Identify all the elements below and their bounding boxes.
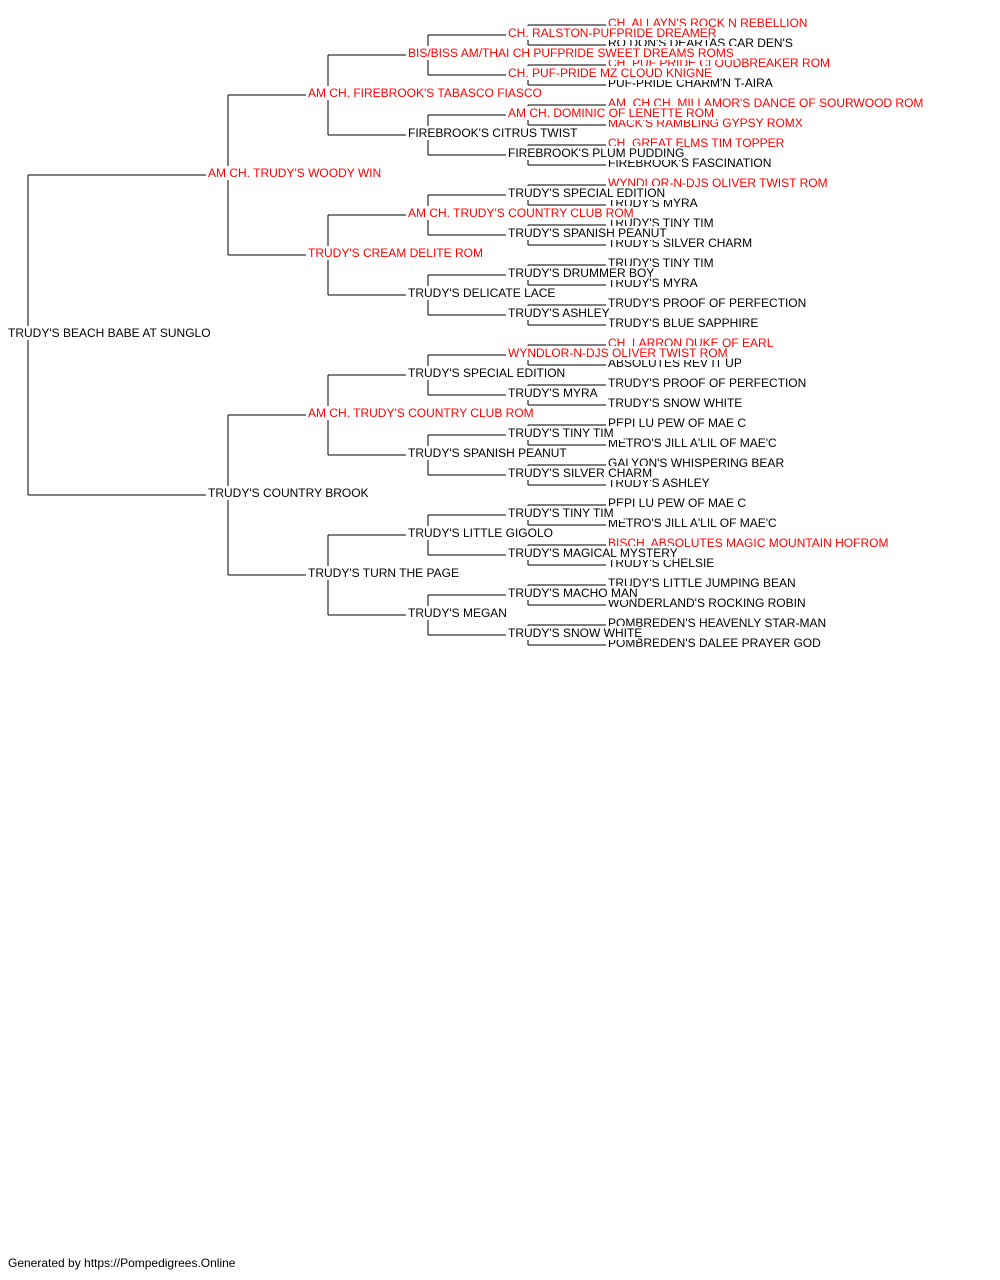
dog-name-gen-4: TRUDY'S MYRA: [508, 386, 598, 400]
label-backdrop: [606, 416, 752, 430]
label-backdrop: [506, 146, 681, 160]
generated-by-footer: Generated by https://Pompedigrees.Online: [8, 1256, 236, 1270]
dog-name-gen-3: AM CH. TRUDY'S COUNTRY CLUB ROM: [408, 206, 634, 220]
dog-name-gen-4: TRUDY'S ASHLEY: [508, 306, 610, 320]
dog-name-gen-4: CH. RALSTON-PUFPRIDE DREAMER: [508, 26, 717, 40]
dog-name-gen-5: TRUDY'S PROOF OF PERFECTION: [608, 296, 806, 310]
dog-name-gen-5: TRUDY'S PROOF OF PERFECTION: [608, 376, 806, 390]
dog-name-gen-4: TRUDY'S DRUMMER BOY: [508, 266, 654, 280]
label-backdrop: [406, 446, 567, 460]
label-backdrop: [606, 296, 802, 310]
label-backdrop: [506, 626, 638, 640]
dog-name-gen-4: CH. PUF-PRIDE MZ CLOUD KNIGNE: [508, 66, 712, 80]
label-backdrop: [506, 306, 610, 320]
label-backdrop: [506, 346, 723, 360]
dog-name-gen-5: TRUDY'S BLUE SAPPHIRE: [608, 316, 758, 330]
label-backdrop: [606, 396, 738, 410]
label-backdrop: [406, 366, 574, 380]
dog-name-gen-4: TRUDY'S MAGICAL MYSTERY: [508, 546, 678, 560]
label-backdrop: [506, 26, 709, 40]
label-backdrop: [506, 506, 624, 520]
label-backdrop: [606, 376, 802, 390]
label-backdrop: [306, 246, 481, 260]
label-backdrop: [406, 206, 631, 220]
dog-name-gen-0: TRUDY'S BEACH BABE AT SUNGLO: [8, 326, 211, 340]
dog-name-gen-5: GALYON'S WHISPERING BEAR: [608, 456, 784, 470]
label-backdrop: [606, 596, 795, 610]
label-backdrop: [406, 286, 560, 300]
label-backdrop: [406, 46, 737, 60]
dog-name-gen-5: PEPI LU PEW OF MAE C: [608, 496, 746, 510]
label-backdrop: [506, 426, 624, 440]
dog-name-gen-4: TRUDY'S TINY TIM: [508, 426, 614, 440]
dog-name-gen-5: BISCH. ABSOLUTES MAGIC MOUNTAIN HOFROM: [608, 536, 888, 550]
label-backdrop: [606, 576, 802, 590]
label-backdrop: [306, 566, 460, 580]
dog-name-gen-4: TRUDY'S SILVER CHARM: [508, 466, 652, 480]
dog-name-gen-4: TRUDY'S SPANISH PEANUT: [508, 226, 667, 240]
label-backdrop: [606, 516, 802, 530]
dog-name-gen-1: AM CH. TRUDY'S WOODY WIN: [208, 166, 381, 180]
dog-name-gen-3: FIREBROOK'S CITRUS TWIST: [408, 126, 578, 140]
dog-name-gen-4: TRUDY'S MACHO MAN: [508, 586, 638, 600]
dog-name-gen-2: AM CH. TRUDY'S COUNTRY CLUB ROM: [308, 406, 534, 420]
label-backdrop: [506, 466, 652, 480]
dog-name-gen-1: TRUDY'S COUNTRY BROOK: [208, 486, 369, 500]
dog-name-gen-3: TRUDY'S SPECIAL EDITION: [408, 366, 565, 380]
label-backdrop: [406, 126, 581, 140]
dog-name-gen-5: POMBREDEN'S HEAVENLY STAR-MAN: [608, 616, 826, 630]
label-backdrop: [606, 636, 809, 650]
label-backdrop: [606, 316, 760, 330]
label-backdrop: [506, 386, 596, 400]
dog-name-gen-4: TRUDY'S SNOW WHITE: [508, 626, 642, 640]
label-backdrop: [506, 546, 674, 560]
label-backdrop: [506, 226, 667, 240]
label-backdrop: [506, 186, 674, 200]
dog-name-gen-3: BIS/BISS AM/THAI CH PUFPRIDE SWEET DREAM…: [408, 46, 734, 60]
dog-name-gen-3: TRUDY'S MEGAN: [408, 606, 507, 620]
dog-name-gen-4: TRUDY'S SPECIAL EDITION: [508, 186, 665, 200]
dog-name-gen-5: PEPI LU PEW OF MAE C: [608, 416, 746, 430]
dog-name-gen-5: METRO'S JILL A'LIL OF MAE'C: [608, 436, 777, 450]
label-backdrop: [606, 616, 816, 630]
label-backdrop: [306, 406, 531, 420]
label-backdrop: [306, 86, 545, 100]
dog-name-gen-4: WYNDLOR-N-DJS OLIVER TWIST ROM: [508, 346, 728, 360]
label-backdrop: [506, 266, 645, 280]
label-backdrop: [606, 536, 880, 550]
dog-name-gen-2: TRUDY'S CREAM DELITE ROM: [308, 246, 483, 260]
label-backdrop: [206, 166, 381, 180]
dog-name-gen-2: TRUDY'S TURN THE PAGE: [308, 566, 459, 580]
dog-name-gen-4: FIREBROOK'S PLUM PUDDING: [508, 146, 684, 160]
label-backdrop: [506, 66, 716, 80]
dog-name-gen-5: POMBREDEN'S DALEE PRAYER GOD: [608, 636, 821, 650]
label-backdrop: [406, 606, 503, 620]
dog-name-gen-5: METRO'S JILL A'LIL OF MAE'C: [608, 516, 777, 530]
label-backdrop: [506, 106, 716, 120]
label-backdrop: [6, 326, 209, 340]
dog-name-gen-3: TRUDY'S LITTLE GIGOLO: [408, 526, 553, 540]
label-backdrop: [206, 486, 360, 500]
dog-name-gen-2: AM CH. FIREBROOK'S TABASCO FIASCO: [308, 86, 542, 100]
dog-name-gen-5: TRUDY'S SNOW WHITE: [608, 396, 742, 410]
label-backdrop: [406, 526, 560, 540]
label-backdrop: [606, 496, 752, 510]
label-backdrop: [506, 586, 631, 600]
dog-name-gen-5: TRUDY'S LITTLE JUMPING BEAN: [608, 576, 796, 590]
dog-name-gen-5: WONDERLAND'S ROCKING ROBIN: [608, 596, 806, 610]
dog-name-gen-4: TRUDY'S TINY TIM: [508, 506, 614, 520]
dog-name-gen-3: TRUDY'S DELICATE LACE: [408, 286, 555, 300]
dog-name-gen-3: TRUDY'S SPANISH PEANUT: [408, 446, 567, 460]
label-backdrop: [606, 436, 802, 450]
dog-name-gen-4: AM CH. DOMINIC OF LENETTE ROM: [508, 106, 714, 120]
